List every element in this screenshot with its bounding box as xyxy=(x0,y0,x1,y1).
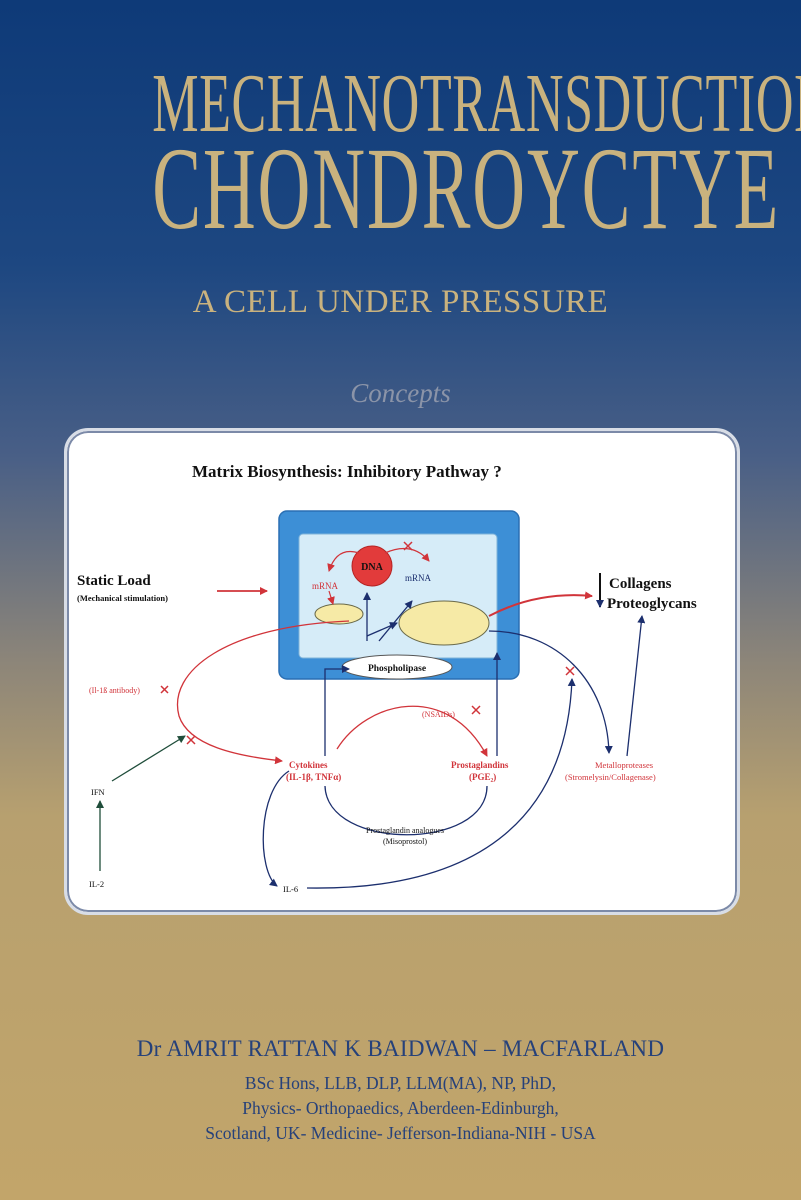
vesicle-small xyxy=(314,603,364,625)
credentials-line-3: Scotland, UK- Medicine- Jefferson-Indian… xyxy=(205,1123,596,1143)
il6-inhibit-x xyxy=(565,666,575,676)
phospholipase-to-pg-arrow xyxy=(336,705,488,757)
cytokine-to-il6-arrow xyxy=(262,770,290,887)
credentials-line-1: BSc Hons, LLB, DLP, LLM(MA), NP, PhD, xyxy=(244,1073,557,1093)
dna-label: DNA xyxy=(361,562,383,573)
subtitle: A CELL UNDER PRESSURE xyxy=(192,284,609,320)
static-load-label: Static Load xyxy=(77,573,151,589)
cell-up-arrow-2 xyxy=(378,600,413,642)
prostaglandins-label: Prostaglandins xyxy=(451,760,509,770)
ifn-inhibit-x xyxy=(186,735,196,745)
proteoglycans-label: Proteoglycans xyxy=(607,596,697,612)
cytokines-detail: (IL-1β, TNFα) xyxy=(286,772,341,782)
dna-to-left-mrna xyxy=(327,550,360,572)
title-line-2: CHONDROYCTYE xyxy=(152,123,781,254)
metalloproteases-detail: (Stromelysin/Collagenase) xyxy=(565,772,656,782)
collagens-arrow xyxy=(488,591,593,617)
ifn-to-il1-arrow xyxy=(111,735,186,782)
il1-loop-arrow xyxy=(176,620,350,765)
dna-to-mrna-arrow xyxy=(384,547,430,562)
diagram-panel: Matrix Biosynthesis: Inhibitory Pathway … xyxy=(64,428,740,915)
cytokine-pg-loop xyxy=(324,785,488,836)
metallo-to-collagens-arrow xyxy=(626,615,646,757)
series-label: Concepts xyxy=(350,378,451,408)
nsaids-inhibit-x xyxy=(471,705,481,715)
nsaids-label: (NSAIDs) xyxy=(422,710,455,719)
il1-inhibit-x xyxy=(160,685,169,694)
cell-right-arrow xyxy=(366,622,398,637)
il6-to-metallo-arrow xyxy=(306,678,576,889)
metalloproteases-label: Metalloproteases xyxy=(595,760,653,770)
mrna-right-label: mRNA xyxy=(405,573,432,583)
pg-analogues-label: Prostaglandin analogues xyxy=(366,826,444,835)
dna-node xyxy=(351,545,393,587)
cytokines-label: Cytokines xyxy=(289,760,328,770)
il2-label: IL-2 xyxy=(89,879,104,889)
ifn-label: IFN xyxy=(91,787,105,797)
il6-label: IL-6 xyxy=(283,884,298,894)
mrna-to-vesicle-arrow xyxy=(327,590,335,605)
vesicle-large xyxy=(398,600,490,646)
il1-antibody-label: (Il-1ß antibody) xyxy=(89,686,140,695)
misoprostol-label: (Misoprostol) xyxy=(383,837,427,846)
collagens-label: Collagens xyxy=(609,576,672,592)
cytokine-to-cell-line xyxy=(324,665,350,756)
cell-to-metallo-arrow xyxy=(488,630,613,754)
dna-inhibit-x xyxy=(403,541,413,551)
credentials-line-2: Physics- Orthopaedics, Aberdeen-Edinburg… xyxy=(242,1098,559,1118)
phospholipase-label: Phospholipase xyxy=(368,664,426,674)
mechanical-stimulation-label: (Mechanical stimulation) xyxy=(77,593,168,603)
diagram-title: Matrix Biosynthesis: Inhibitory Pathway … xyxy=(192,462,502,481)
mrna-left-label: mRNA xyxy=(312,581,339,591)
prostaglandins-detail: (PGE₂) xyxy=(469,772,496,782)
pathway-diagram: Matrix Biosynthesis: Inhibitory Pathway … xyxy=(77,462,697,894)
author-name: Dr AMRIT RATTAN K BAIDWAN – MACFARLAND xyxy=(136,1036,665,1061)
